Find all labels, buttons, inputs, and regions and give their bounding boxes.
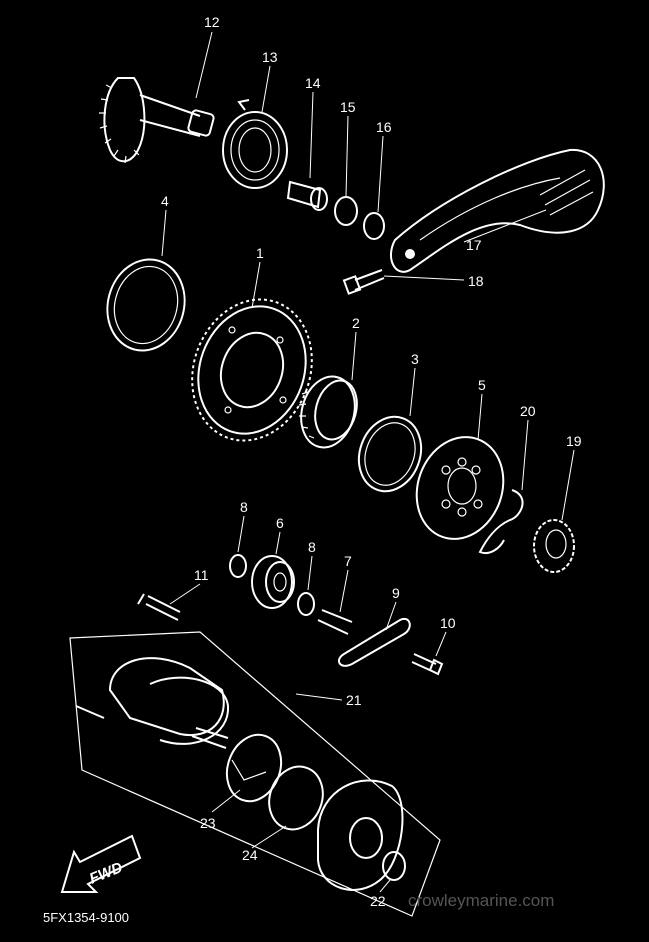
callout-23: 23 [200, 815, 216, 831]
part-21-starter-motor-assembly[interactable] [69, 631, 441, 917]
part-3-ring-inner [364, 422, 416, 486]
part-9-bracket[interactable] [337, 617, 411, 667]
part-4-o-ring-inner [113, 265, 179, 345]
callout-12: 12 [204, 14, 220, 30]
callout-numbers: 12 13 14 15 16 4 1 2 3 5 20 19 17 18 8 6… [161, 14, 582, 909]
part-7-pin[interactable] [317, 609, 353, 635]
part-1-ring-gear[interactable] [173, 283, 331, 458]
callout-10: 10 [440, 615, 456, 631]
fwd-arrow-icon: FWD [60, 834, 142, 893]
part-16-washer[interactable] [363, 212, 385, 240]
part-22-washer[interactable] [382, 851, 406, 881]
part-15-washer[interactable] [334, 196, 358, 226]
callout-22: 22 [370, 893, 386, 909]
callout-7: 7 [344, 553, 352, 569]
callout-18: 18 [468, 273, 484, 289]
callout-24: 24 [242, 847, 258, 863]
callout-1: 1 [256, 245, 264, 261]
part-3-ring[interactable] [349, 408, 431, 500]
callout-19: 19 [566, 433, 582, 449]
part-13-spring[interactable] [222, 99, 288, 189]
callout-11: 11 [194, 567, 209, 583]
callout-21: 21 [346, 692, 362, 708]
callout-15: 15 [340, 99, 356, 115]
starter-end-cover[interactable] [317, 779, 404, 891]
callout-8-upper: 8 [240, 499, 248, 515]
part-20-spring-clip[interactable] [478, 489, 524, 554]
part-10-bolt[interactable] [411, 653, 444, 676]
part-14-bushing[interactable] [286, 180, 328, 211]
drawing-code: 5FX1354-9100 [43, 910, 129, 925]
part-12-pinion-gear[interactable] [99, 77, 215, 164]
part-8-washer-lower[interactable] [297, 592, 315, 616]
part-4-o-ring[interactable] [97, 251, 194, 360]
callout-6: 6 [276, 515, 284, 531]
fwd-label: FWD [87, 859, 125, 888]
callout-20: 20 [520, 403, 536, 419]
callout-13: 13 [262, 49, 278, 65]
callout-8-lower: 8 [308, 539, 316, 555]
part-2-needle-bearing[interactable] [294, 370, 364, 453]
watermark: crowleymarine.com [408, 891, 554, 910]
callout-9: 9 [392, 585, 400, 601]
part-18-screw[interactable] [342, 269, 385, 295]
callout-16: 16 [376, 119, 392, 135]
callout-14: 14 [305, 75, 321, 91]
callout-4: 4 [161, 193, 169, 209]
part-19-drive-gear[interactable] [533, 519, 575, 573]
part-17-handle[interactable] [390, 148, 605, 273]
part-8-washer-upper[interactable] [229, 554, 247, 578]
part-11-bolt[interactable] [137, 593, 181, 621]
callout-2: 2 [352, 315, 360, 331]
callout-17: 17 [466, 237, 482, 253]
part-23-brush-holder[interactable] [218, 727, 290, 809]
callout-3: 3 [411, 351, 419, 367]
leader-lines [161, 31, 575, 893]
callout-5: 5 [478, 377, 486, 393]
part-6-bearing[interactable] [251, 555, 295, 609]
part-24-o-ring[interactable] [261, 759, 332, 837]
